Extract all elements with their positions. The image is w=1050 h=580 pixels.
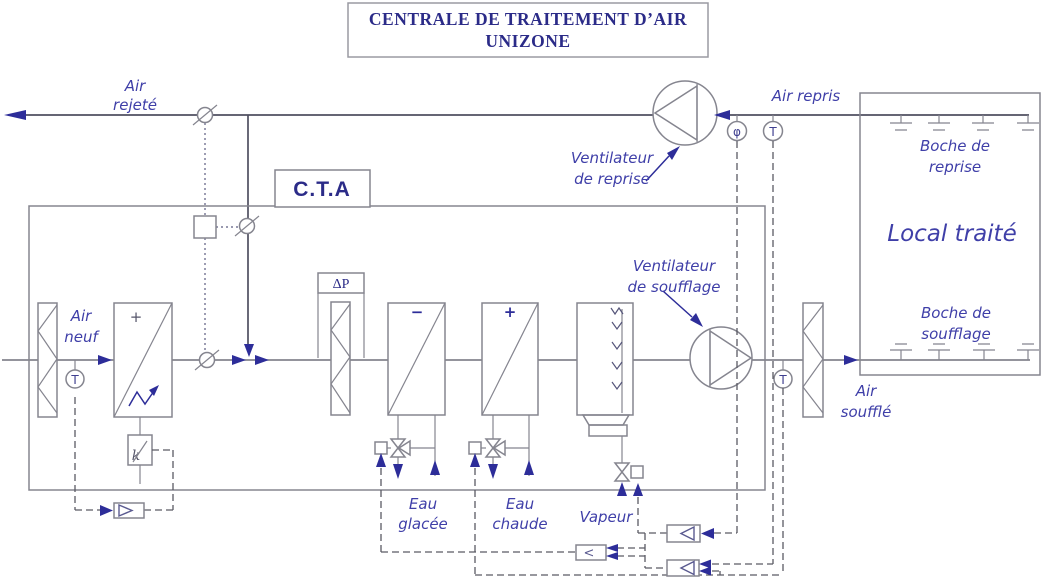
dampers	[192, 104, 260, 371]
damper-linkage-box	[193, 215, 217, 239]
cta-label-box: C.T.A	[274, 169, 371, 208]
supply-flow-arrows	[98, 344, 858, 365]
supply-filter	[802, 302, 824, 418]
cooling-coil: −	[374, 302, 446, 479]
heat-recovery-unit: + k	[113, 302, 173, 484]
chilled-return-arrow	[393, 464, 403, 479]
supply-diffusers	[890, 343, 1039, 360]
eau-chaude-label-2: chaude	[492, 515, 547, 533]
temperature-controller	[666, 559, 711, 577]
cta-label: C.T.A	[293, 178, 351, 201]
svg-text:T: T	[768, 125, 777, 139]
local-traite-label: Local traité	[887, 221, 1016, 247]
hot-return-arrow	[488, 464, 498, 479]
supply-into-room-arrow	[844, 355, 858, 365]
return-temp-sensor: T	[762, 115, 784, 142]
air-neuf-label-1: Air	[70, 307, 92, 325]
exhaust-return-duct	[4, 110, 1029, 120]
air-repris-label: Air repris	[771, 87, 841, 105]
steam-humidifier	[576, 302, 644, 496]
title-line2: UNIZONE	[485, 31, 570, 51]
return-humidity-sensor: φ	[726, 115, 748, 142]
return-flow-arrow	[714, 110, 730, 120]
air-rejete-label-1: Air	[124, 77, 146, 95]
eau-chaude-label-1: Eau	[506, 495, 534, 513]
bouche-soufflage-label-1: Boche de	[921, 304, 991, 322]
steam-supply-arrow	[617, 482, 627, 496]
delta-p-label: ΔP	[333, 277, 350, 292]
hot-valve	[484, 438, 502, 450]
ventilateur-reprise-label-2: de reprise	[574, 170, 650, 188]
cooling-minus-sign: −	[411, 303, 424, 321]
air-souffle-label-1: Air	[855, 382, 877, 400]
room-outline	[859, 92, 1041, 376]
air-souffle-label-2: soufflé	[841, 403, 892, 421]
k-symbol: k	[132, 448, 140, 464]
svg-text:T: T	[778, 373, 787, 387]
bouche-soufflage-label-2: soufflage	[921, 325, 990, 343]
cta-casing	[28, 205, 766, 491]
chilled-supply-arrow	[430, 460, 440, 475]
less-than-symbol: <	[584, 546, 595, 561]
chilled-valve	[389, 438, 407, 450]
eau-glacee-label-2: glacée	[398, 515, 448, 533]
chilled-control-arrow	[376, 453, 386, 467]
main-filter	[330, 301, 351, 416]
air-rejete-label-2: rejeté	[113, 96, 157, 114]
recovery-plus-sign: +	[130, 308, 143, 326]
modulation-arrow	[149, 385, 159, 396]
steam-control-arrow	[633, 483, 643, 496]
heating-plus-sign: +	[504, 303, 517, 321]
hot-supply-arrow	[524, 460, 534, 475]
steam-valve	[613, 462, 631, 474]
ventilateur-soufflage-label-2: de soufflage	[628, 278, 721, 296]
outdoor-comparator	[100, 502, 145, 519]
supply-fan	[689, 326, 753, 390]
hot-valve-actuator	[468, 441, 482, 455]
svg-text:T: T	[70, 373, 79, 387]
return-fan	[652, 80, 730, 146]
supply-fan-pointer	[662, 290, 703, 327]
chilled-valve-actuator	[374, 441, 388, 455]
vapeur-label: Vapeur	[580, 508, 634, 526]
steam-valve-actuator	[630, 465, 644, 479]
bouche-reprise-label-1: Boche de	[920, 137, 990, 155]
filter-pressure-gauge: ΔP	[317, 272, 365, 358]
exhaust-arrow	[4, 110, 26, 120]
control-network: <	[74, 141, 784, 577]
bouche-reprise-label-2: reprise	[929, 158, 981, 176]
title-line1: CENTRALE DE TRAITEMENT D’AIR	[369, 9, 687, 29]
title-box: CENTRALE DE TRAITEMENT D’AIR UNIZONE	[347, 2, 709, 58]
eau-glacee-label-1: Eau	[409, 495, 437, 513]
humidity-controller	[666, 524, 714, 543]
hot-control-arrow	[470, 453, 480, 467]
treated-room	[859, 92, 1041, 376]
supply-temp-sensor: T	[773, 360, 793, 389]
sequence-controller: <	[575, 544, 618, 561]
fresh-air-temp-sensor: T	[65, 360, 85, 389]
ventilateur-soufflage-label-1: Ventilateur	[633, 257, 716, 275]
steam-nozzles	[610, 306, 624, 391]
heating-coil: +	[468, 302, 539, 479]
return-grilles	[890, 115, 1039, 131]
svg-text:φ: φ	[733, 125, 741, 139]
return-fan-pointer	[645, 146, 680, 182]
air-neuf-label-2: neuf	[64, 328, 100, 346]
modulation-symbol	[128, 390, 155, 407]
fresh-air-filter	[37, 302, 58, 418]
ventilateur-reprise-label-1: Ventilateur	[571, 149, 654, 167]
